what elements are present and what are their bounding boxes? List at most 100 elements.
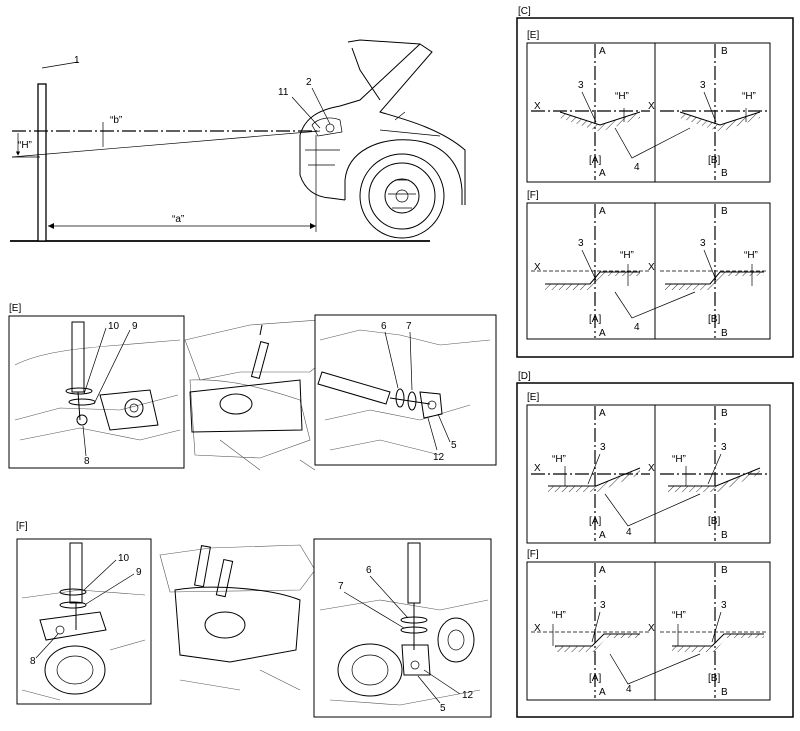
svg-text:6: 6 [381,321,387,332]
svg-text:X: X [534,262,541,273]
svg-text:B: B [721,530,728,541]
svg-text:12: 12 [433,452,445,463]
svg-text:“H”: “H” [552,454,566,465]
svg-text:B: B [721,565,728,576]
svg-text:12: 12 [462,690,474,701]
svg-text:4: 4 [626,684,632,695]
detail-f-left [16,538,152,705]
svg-text:A: A [599,687,606,698]
svg-text:X: X [648,101,655,112]
svg-text:B: B [721,328,728,339]
svg-text:A: A [599,46,606,57]
svg-text:“H”: “H” [672,610,686,621]
svg-text:[A]: [A] [589,673,601,684]
svg-text:X: X [534,623,541,634]
c-f-right: B B X 3 “H” [B] [648,204,768,339]
section-d-label: [D] [518,371,531,382]
vehicle-front [299,39,466,239]
svg-text:[B]: [B] [708,314,720,325]
svg-text:3: 3 [600,442,606,453]
c-f-chart [526,202,771,340]
svg-text:[B]: [B] [708,155,720,166]
svg-text:X: X [648,623,655,634]
svg-text:A: A [599,565,606,576]
d-e-right: B B X 3 “H” [B] [648,406,768,541]
svg-text:A: A [599,168,606,179]
svg-text:B: B [721,408,728,419]
svg-text:“H”: “H” [615,91,629,102]
c-f-label: [F] [527,190,539,201]
svg-text:9: 9 [132,321,138,332]
svg-text:9: 9 [136,567,142,578]
svg-text:3: 3 [721,442,727,453]
screen-post [37,83,47,242]
svg-text:3: 3 [700,80,706,91]
section-d-frame [516,382,794,718]
svg-text:5: 5 [451,440,457,451]
d-f-right: B B X 3 “H” [B] [648,563,768,698]
svg-text:8: 8 [30,656,36,667]
svg-text:X: X [534,463,541,474]
svg-text:3: 3 [578,80,584,91]
svg-text:[B]: [B] [708,516,720,527]
d-e-left: A A X 3 “H” [A] [531,406,650,541]
svg-text:A: A [599,206,606,217]
section-c-frame [516,17,794,358]
section-c-label: [C] [518,6,531,17]
svg-text:7: 7 [338,581,344,592]
svg-text:“H”: “H” [744,250,758,261]
d-e-label: [E] [527,392,539,403]
svg-text:4: 4 [634,162,640,173]
svg-text:X: X [648,463,655,474]
beam-line [11,130,321,158]
svg-text:4: 4 [626,527,632,538]
procedure-e-illustration: 10 9 8 6 7 5 12 [8,314,497,471]
svg-text:B: B [721,46,728,57]
svg-text:7: 7 [406,321,412,332]
svg-text:A: A [599,328,606,339]
svg-text:B: B [721,206,728,217]
svg-text:A: A [599,408,606,419]
svg-text:6: 6 [366,565,372,576]
svg-text:3: 3 [700,238,706,249]
d-f-left: A A X 3 “H” [A] [531,563,650,698]
svg-text:[A]: [A] [589,155,601,166]
svg-text:X: X [648,262,655,273]
svg-text:B: B [721,168,728,179]
dimension-h: “H” [18,140,32,151]
c-e-right: B B X 3 “H” [B] [648,44,768,180]
c-e-label: [E] [527,30,539,41]
svg-text:8: 8 [84,456,90,467]
c-e-chart [526,42,771,183]
svg-text:3: 3 [600,600,606,611]
dimension-a: “a” [172,214,184,225]
svg-text:“H”: “H” [552,610,566,621]
d-f-chart [526,561,771,701]
svg-text:10: 10 [108,321,120,332]
callout-11: 11 [278,87,289,98]
procedure-f-label: [F] [16,521,28,532]
svg-text:4: 4 [634,322,640,333]
dimension-b: “b” [110,115,122,126]
svg-text:10: 10 [118,553,130,564]
svg-text:“H”: “H” [742,91,756,102]
detail-e-left [8,315,185,469]
procedure-e-label: [E] [9,303,21,314]
c-e-left: A A X 3 “H” [A] [531,44,650,180]
svg-text:A: A [599,530,606,541]
svg-text:X: X [534,101,541,112]
d-e-chart [526,404,771,544]
callout-1: 1 [74,55,80,66]
procedure-f-illustration: 10 9 8 6 7 12 5 [16,538,492,718]
svg-text:“H”: “H” [620,250,634,261]
svg-text:5: 5 [440,703,446,714]
c-f-left: A A X 3 “H” [A] [531,204,650,339]
callout-2: 2 [306,77,312,88]
svg-text:[A]: [A] [589,314,601,325]
svg-text:[B]: [B] [708,673,720,684]
svg-text:“H”: “H” [672,454,686,465]
svg-text:B: B [721,687,728,698]
svg-text:[A]: [A] [589,516,601,527]
svg-text:3: 3 [578,238,584,249]
